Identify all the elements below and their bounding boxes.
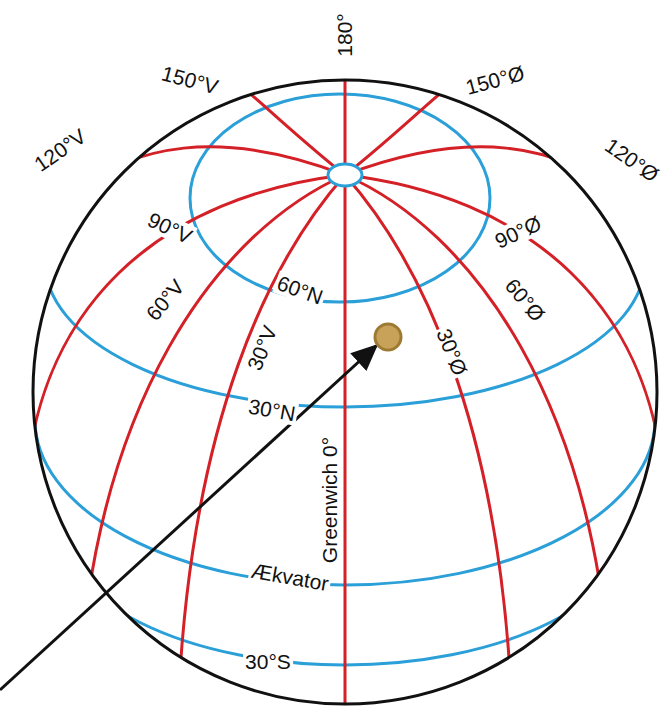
meridian-label: 150°V [157, 61, 222, 99]
location-dot [375, 324, 401, 350]
globe-outline [33, 80, 657, 704]
meridian-label: 180° [333, 11, 356, 58]
latitude-label: 30°S [243, 650, 293, 673]
longitude-lines [25, 60, 665, 706]
meridian-label: 120°Ø [599, 132, 664, 188]
meridian-label: 120°V [28, 123, 92, 177]
pointer-arrow [0, 346, 376, 690]
meridian-label: Greenwich 0° [318, 435, 341, 565]
meridian-label: 150°Ø [461, 61, 529, 100]
pole-ring [328, 164, 362, 186]
